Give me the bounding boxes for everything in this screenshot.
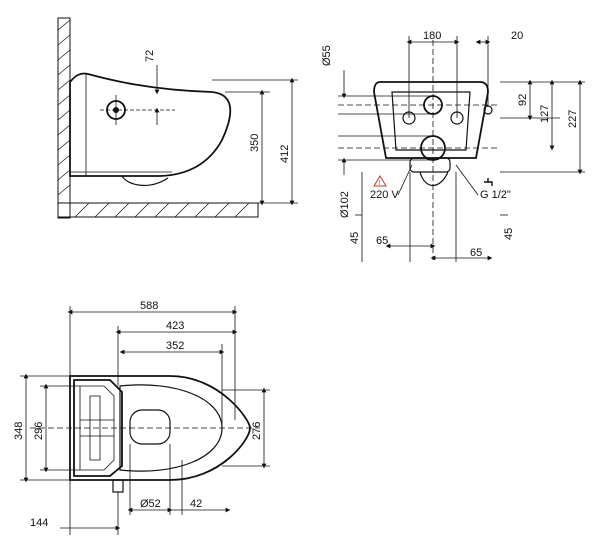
- dim-144: 144: [30, 517, 48, 529]
- dim-45-left: 45: [349, 232, 361, 244]
- floor: [57, 202, 259, 218]
- side-view: 72 350 412: [57, 17, 298, 219]
- rear-outline: [373, 81, 489, 159]
- dim-d55: Ø55: [321, 45, 333, 66]
- dim-350: 350: [249, 134, 261, 152]
- dim-65-right: 65: [470, 247, 482, 259]
- water-tap-icon: [484, 178, 493, 186]
- seat-opening: [129, 409, 171, 445]
- dim-296: 296: [33, 422, 45, 440]
- toilet-base-curve: [121, 175, 169, 186]
- dim-412: 412: [279, 145, 291, 163]
- dim-65-left: 65: [376, 235, 388, 247]
- label-220v: 220 V: [370, 189, 399, 201]
- label-g12: G 1/2": [480, 189, 511, 201]
- dim-d52: Ø52: [140, 498, 161, 510]
- dim-423: 423: [166, 320, 184, 332]
- dim-20: 20: [511, 30, 523, 42]
- dim-127: 127: [539, 105, 551, 123]
- dim-42: 42: [190, 498, 202, 510]
- dim-352: 352: [166, 340, 184, 352]
- dim-180: 180: [423, 30, 441, 42]
- wall: [57, 17, 71, 219]
- back-frame: [73, 379, 123, 477]
- svg-text:!: !: [379, 180, 381, 187]
- dim-227: 227: [567, 110, 579, 128]
- rear-view: 180 20 Ø55 92 127 227 Ø102 ! 220 V: [321, 30, 585, 262]
- top-view: 588 423 352 348 296 276 Ø52 42: [13, 300, 270, 535]
- dim-588: 588: [140, 300, 158, 312]
- dim-72: 72: [144, 50, 156, 62]
- dim-d102: Ø102: [339, 191, 351, 218]
- dim-45-right: 45: [503, 228, 515, 240]
- wall-hatching: [57, 19, 71, 196]
- dim-348: 348: [13, 422, 25, 440]
- toilet-body-outline: [69, 72, 232, 177]
- spigot: [112, 479, 124, 493]
- warning-triangle-icon: !: [373, 175, 387, 187]
- dim-92: 92: [517, 94, 529, 106]
- rear-base: [419, 171, 449, 187]
- dim-276: 276: [251, 422, 263, 440]
- floor-hatching: [74, 202, 250, 218]
